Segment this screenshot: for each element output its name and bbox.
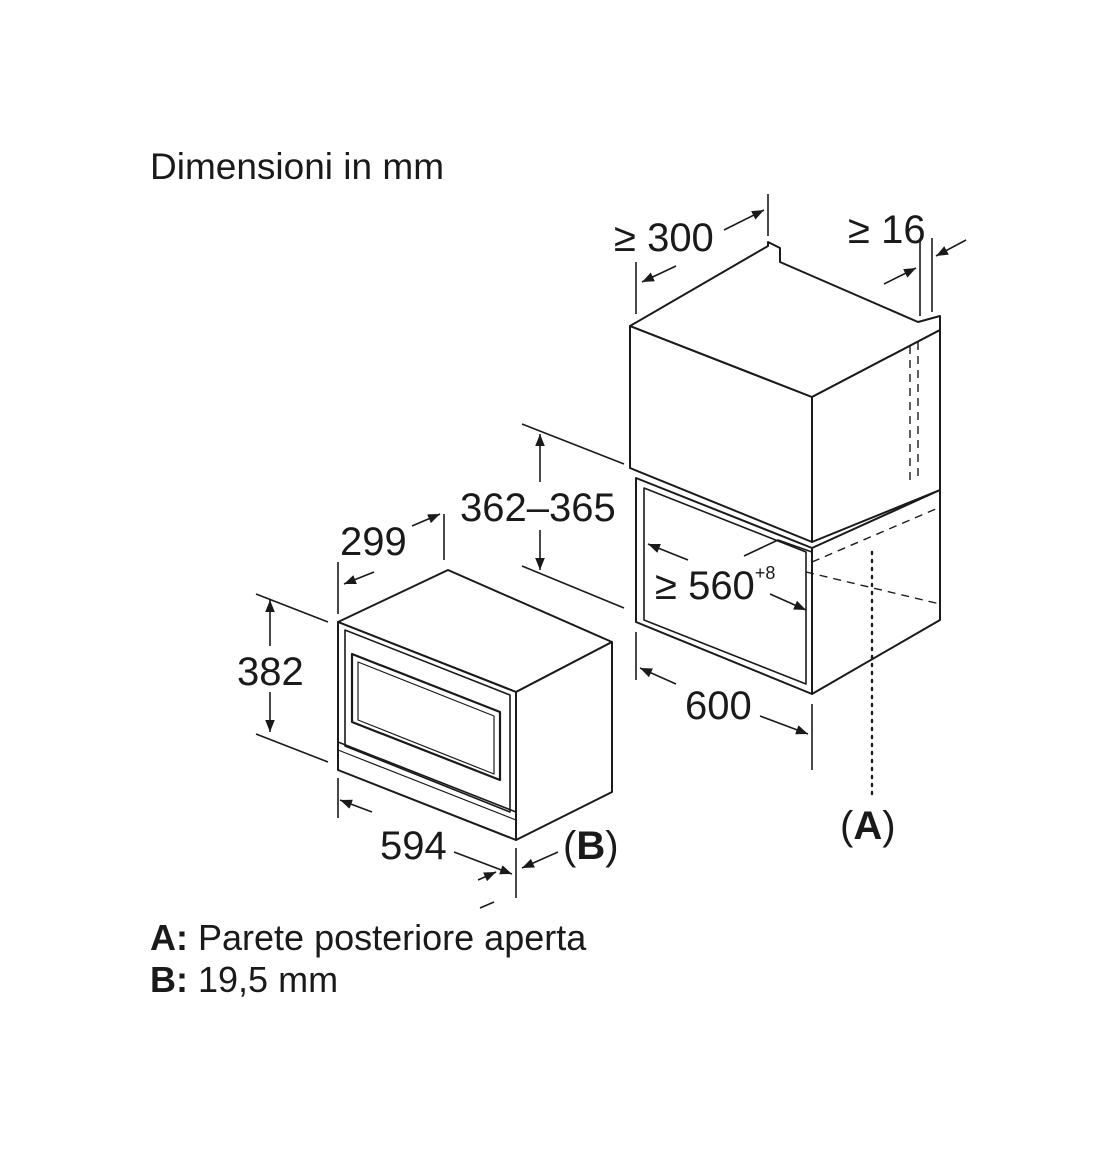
dimension-cabinet-depth: ≥ 300 [614, 216, 714, 260]
niche-inner [644, 488, 806, 684]
oven-side-face [516, 642, 612, 840]
callout-a: (A) [840, 804, 896, 848]
hidden-edges [812, 508, 938, 562]
callout-b: (B) [563, 824, 619, 868]
niche-width-value: ≥ 560 [655, 564, 755, 608]
oven-window [352, 654, 500, 780]
diagram-title: Dimensioni in mm [150, 146, 445, 187]
legend-item-b: B: 19,5 mm [150, 962, 338, 998]
legend-item-a: A: Parete posteriore aperta [150, 920, 586, 956]
legend-text-b: 19,5 mm [198, 959, 339, 1000]
cabinet [630, 242, 940, 800]
legend-key-b: B: [150, 959, 188, 1000]
oven-frame [345, 630, 510, 812]
dimension-niche-height: 362–365 [460, 486, 616, 530]
dimension-oven-height: 382 [237, 650, 304, 694]
oven-appliance [338, 570, 612, 840]
dimension-gap: ≥ 16 [848, 208, 926, 252]
oven-control-strip [338, 742, 516, 812]
niche-width-tolerance: +8 [754, 563, 776, 583]
dimension-lines [256, 194, 966, 908]
oven-window-inner [358, 662, 494, 774]
legend-key-a: A: [150, 917, 188, 958]
dimension-cabinet-width: 600 [685, 684, 752, 728]
dimension-niche-width: ≥ 560+8 [655, 564, 775, 606]
callout-b-letter: B [576, 824, 606, 868]
legend-text-a: Parete posteriore aperta [198, 917, 587, 958]
callout-a-letter: A [853, 804, 883, 848]
cabinet-side-lower [812, 490, 940, 694]
dimension-oven-depth: 299 [340, 520, 407, 564]
dimension-oven-width: 594 [380, 824, 447, 868]
